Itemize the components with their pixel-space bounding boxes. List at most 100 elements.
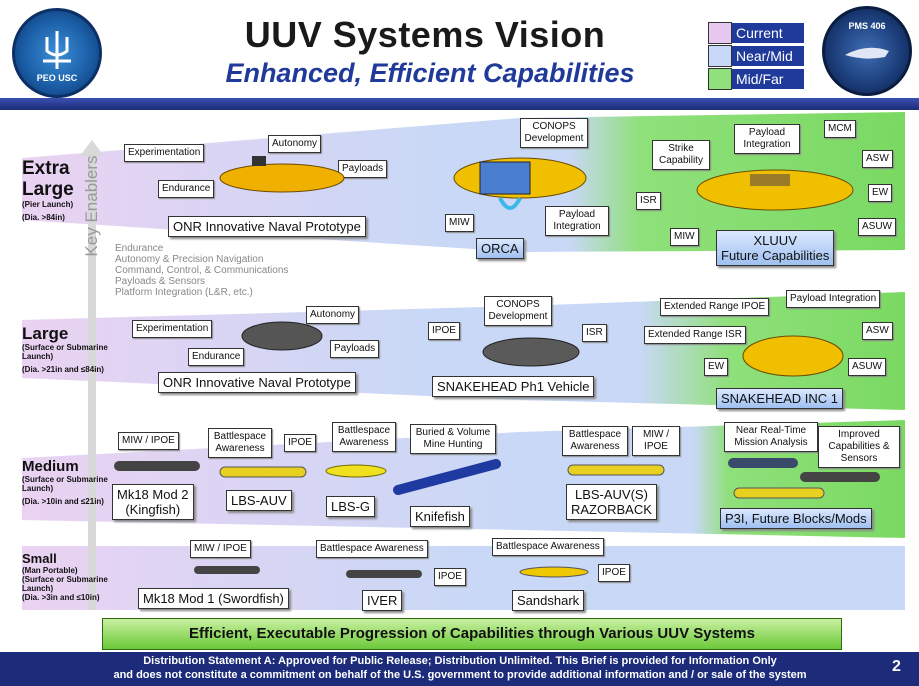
medium-near-rt: Near Real-Time Mission Analysis <box>724 422 818 452</box>
medium-battlespace: Battlespace Awareness <box>208 428 272 458</box>
small-miw-ipoe: MIW / IPOE <box>190 540 251 558</box>
legend-label: Current <box>732 23 804 43</box>
razorback-vehicle-icon <box>567 464 665 476</box>
distribution-line-2: and does not constitute a commitment on … <box>113 669 807 681</box>
knifefish-label: Knifefish <box>410 506 470 527</box>
mk18-mod2-name: Mk18 Mod 2 <box>117 487 189 502</box>
large-payloads: Payloads <box>330 340 380 358</box>
small-ipoe: IPOE <box>434 568 466 586</box>
legend-swatch <box>708 22 732 44</box>
medium-improved: Improved Capabilities & Sensors <box>818 426 900 468</box>
large-asuw: ASUW <box>848 358 886 376</box>
page-title: UUV Systems Vision <box>244 14 606 55</box>
legend-label: Mid/Far <box>732 69 804 89</box>
large-endurance: Endurance <box>188 348 245 366</box>
xluuv-sub: Future Capabilities <box>721 248 830 263</box>
xl-isr: ISR <box>636 192 661 210</box>
razorback-name: LBS-AUV(S) <box>574 487 648 502</box>
snakehead-inc1-label: SNAKEHEAD INC 1 <box>716 388 844 409</box>
xl-miw2: MIW <box>670 228 699 246</box>
header-divider <box>0 98 919 110</box>
category-xl-sub: (Pier Launch) <box>22 200 74 209</box>
snakehead-inc1-vehicle-icon <box>742 335 844 377</box>
category-medium-dia: (Dia. >10in and ≤21in) <box>22 497 104 506</box>
category-large-name: Large <box>22 324 69 343</box>
key-enabler-item: Platform Integration (L&R, etc.) <box>115 287 253 298</box>
xl-payload-integration2: Payload Integration <box>734 124 800 154</box>
xl-mcm: MCM <box>824 120 856 138</box>
trident-icon <box>43 31 71 69</box>
large-onr-vehicle-icon <box>241 321 323 351</box>
mk18-mod1-label: Mk18 Mod 1 (Swordfish) <box>138 588 289 609</box>
lbs-auv-label: LBS-AUV <box>226 490 292 511</box>
medium-battlespace2: Battlespace Awareness <box>332 422 396 452</box>
medium-miw-ipoe: MIW / IPOE <box>118 432 179 450</box>
legend-label: Near/Mid <box>732 46 804 66</box>
xl-endurance: Endurance <box>158 180 215 198</box>
razorback-label: LBS-AUV(S) RAZORBACK <box>566 484 657 520</box>
category-small: Small (Man Portable) (Surface or Submari… <box>22 551 108 603</box>
p3i-vehicles-icon <box>728 458 880 499</box>
category-small-sub: (Man Portable) (Surface or Submarine Lau… <box>22 566 108 593</box>
category-medium: Medium (Surface or Submarine Launch) (Di… <box>22 458 110 506</box>
legend-item: Current <box>708 22 804 44</box>
key-enablers-title: Key Enablers <box>82 155 101 257</box>
legend-swatch <box>708 68 732 90</box>
xl-payload-integration: Payload Integration <box>545 206 609 236</box>
arrow-up-icon <box>80 140 104 610</box>
large-isr: ISR <box>582 324 607 342</box>
razorback-sub: RAZORBACK <box>571 502 652 517</box>
category-small-name: Small <box>22 551 57 566</box>
xl-asw: ASW <box>862 150 893 168</box>
large-ext-ipoe: Extended Range IPOE <box>660 298 770 316</box>
large-ipoe: IPOE <box>428 322 460 340</box>
mk18-mod2-vehicle-icon <box>114 461 200 471</box>
xl-conops: CONOPS Development <box>520 118 588 148</box>
key-enabler-item: Autonomy & Precision Navigation <box>115 254 264 265</box>
xl-onr-label: ONR Innovative Naval Prototype <box>168 216 366 237</box>
category-xl-name1: Extra <box>22 158 70 179</box>
pms406-logo: PMS 406 <box>822 6 912 96</box>
large-onr-label: ONR Innovative Naval Prototype <box>158 372 356 393</box>
medium-miw-ipoe2: MIW / IPOE <box>632 426 680 456</box>
key-enabler-item: Payloads & Sensors <box>115 276 206 287</box>
lbs-auv-vehicle-icon <box>219 466 307 478</box>
sandshark-vehicle-icon <box>519 566 589 578</box>
logo-right-text: PMS 406 <box>848 21 886 31</box>
category-large: Large (Surface or Submarine Launch) (Dia… <box>22 324 112 374</box>
legend-swatch <box>708 45 732 67</box>
xl-strike: Strike Capability <box>652 140 710 170</box>
large-experimentation: Experimentation <box>132 320 213 338</box>
large-ext-isr: Extended Range ISR <box>644 326 746 344</box>
category-xl: Extra Large (Pier Launch) (Dia. >84in) <box>22 158 74 222</box>
orca-vehicle-icon <box>453 157 587 210</box>
snakehead-ph1-vehicle-icon <box>482 337 580 367</box>
page-number: 2 <box>892 658 901 675</box>
xl-onr-vehicle-icon <box>219 156 345 193</box>
orca-label: ORCA <box>476 238 524 259</box>
small-battlespace: Battlespace Awareness <box>316 540 428 558</box>
small-ipoe2: IPOE <box>598 564 630 582</box>
category-xl-dia: (Dia. >84in) <box>22 213 65 222</box>
distribution-bar: Distribution Statement A: Approved for P… <box>0 652 919 686</box>
progression-banner: Efficient, Executable Progression of Cap… <box>102 618 842 650</box>
mk18-mod2-label: Mk18 Mod 2 (Kingfish) <box>112 484 194 520</box>
key-enabler-item: Endurance <box>115 243 164 254</box>
large-autonomy: Autonomy <box>306 306 360 324</box>
xl-asuw: ASUW <box>858 218 896 236</box>
xluuv-vehicle-icon <box>696 169 854 211</box>
xl-ew: EW <box>868 184 893 202</box>
distribution-line-1: Distribution Statement A: Approved for P… <box>143 655 777 667</box>
category-medium-sub: (Surface or Submarine Launch) <box>22 475 108 493</box>
snakehead-ph1-label: SNAKEHEAD Ph1 Vehicle <box>432 376 595 397</box>
large-payload-integration: Payload Integration <box>786 290 881 308</box>
legend-item: Mid/Far <box>708 68 804 90</box>
key-enablers-arrow: Key Enablers <box>78 140 106 610</box>
uuv-emblem-icon <box>845 47 889 59</box>
medium-buried-mine: Buried & Volume Mine Hunting <box>410 424 496 454</box>
legend-item: Near/Mid <box>708 45 804 67</box>
sandshark-label: Sandshark <box>512 590 585 611</box>
large-conops: CONOPS Development <box>484 296 552 326</box>
